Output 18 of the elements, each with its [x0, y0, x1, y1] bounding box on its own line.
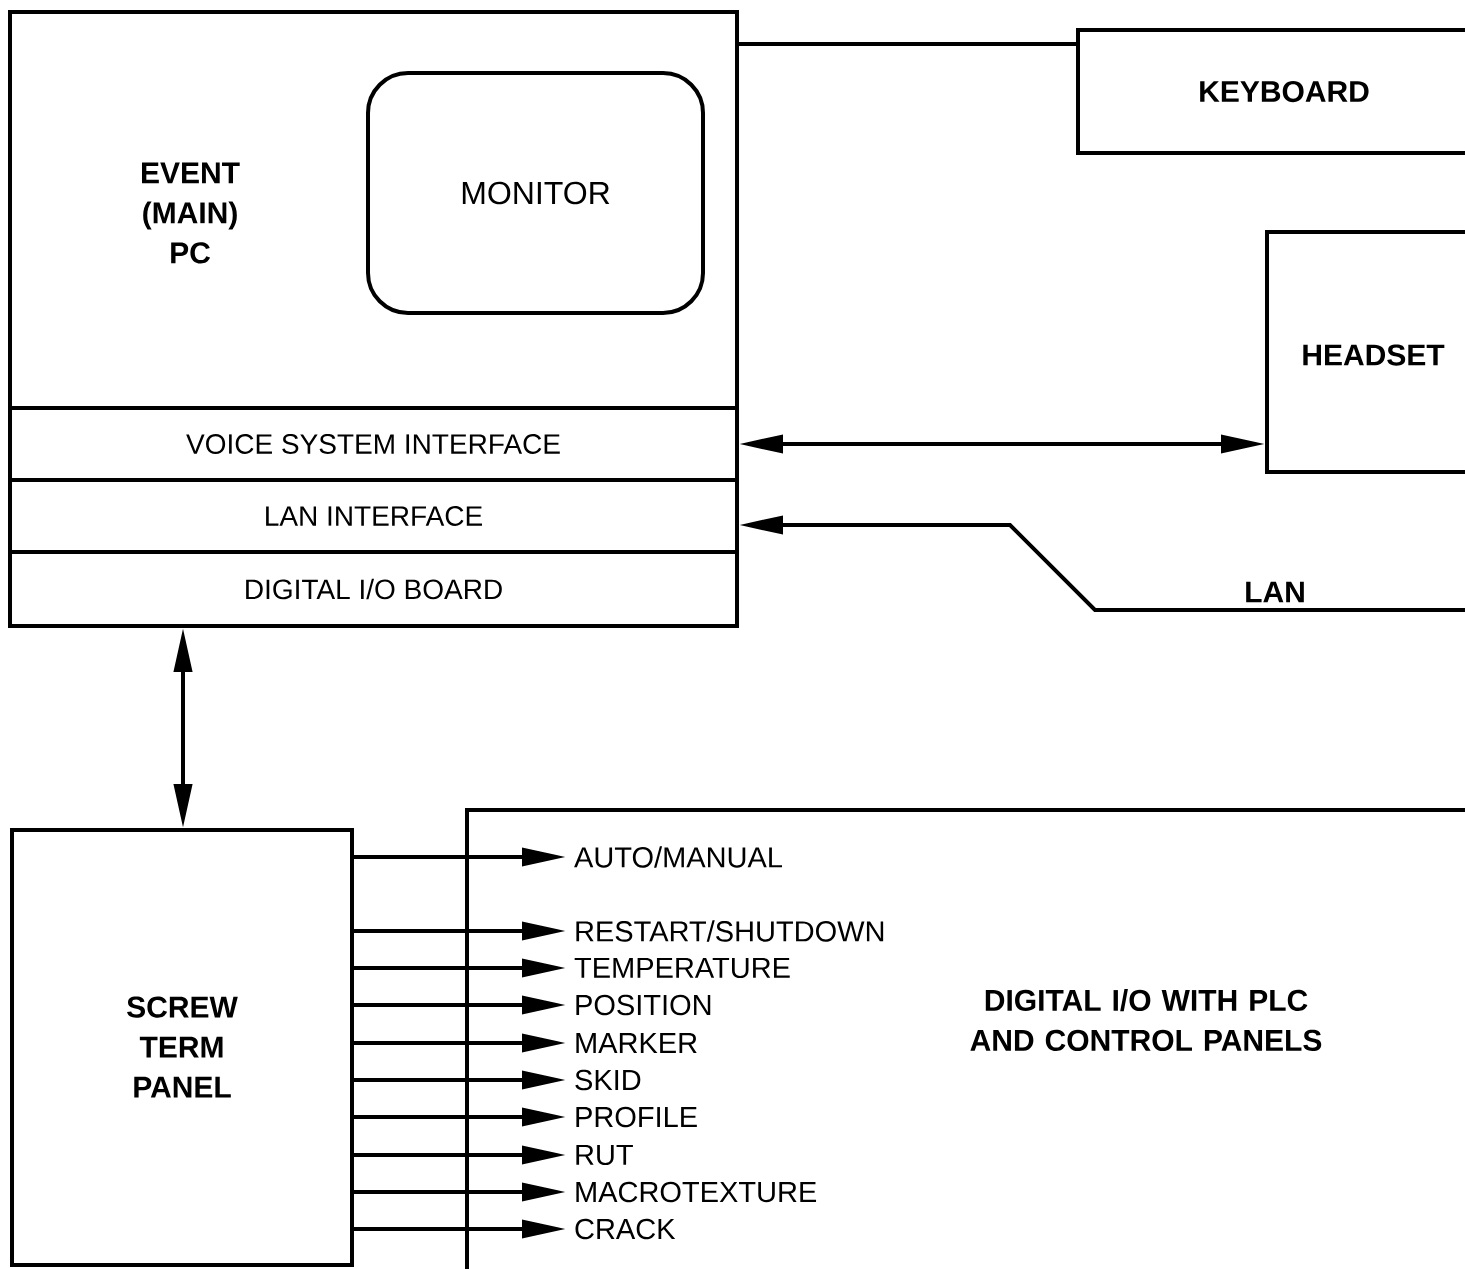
signal-label: SKID — [575, 1069, 641, 1091]
interface-band: DIGITAL I/O BOARD — [8, 550, 739, 628]
signal-label: MACROTEXTURE — [576, 1181, 817, 1203]
signal-label: TEMPERATURE — [574, 957, 790, 979]
signal-label: MARKER — [576, 1033, 697, 1053]
monitor-box: MONITOR — [366, 71, 705, 315]
signal-label: AUTO/MANUAL — [574, 846, 782, 868]
signal-label: POSITION — [576, 994, 711, 1016]
keyboard-box: KEYBOARD — [1076, 28, 1465, 155]
panel-box: SCREW TERM PANEL — [10, 828, 354, 1267]
signal-label: RUT — [576, 1144, 633, 1166]
signal-label: PROFILE — [576, 1106, 697, 1128]
signal-label: RESTART/SHUTDOWN — [576, 920, 884, 942]
interface-band: LAN INTERFACE — [8, 478, 739, 554]
headset-box: HEADSET — [1265, 230, 1465, 474]
edge-label: LAN — [1241, 578, 1309, 606]
signal-label: CRACK — [575, 1218, 676, 1240]
interface-band: VOICE SYSTEM INTERFACE — [8, 406, 739, 482]
